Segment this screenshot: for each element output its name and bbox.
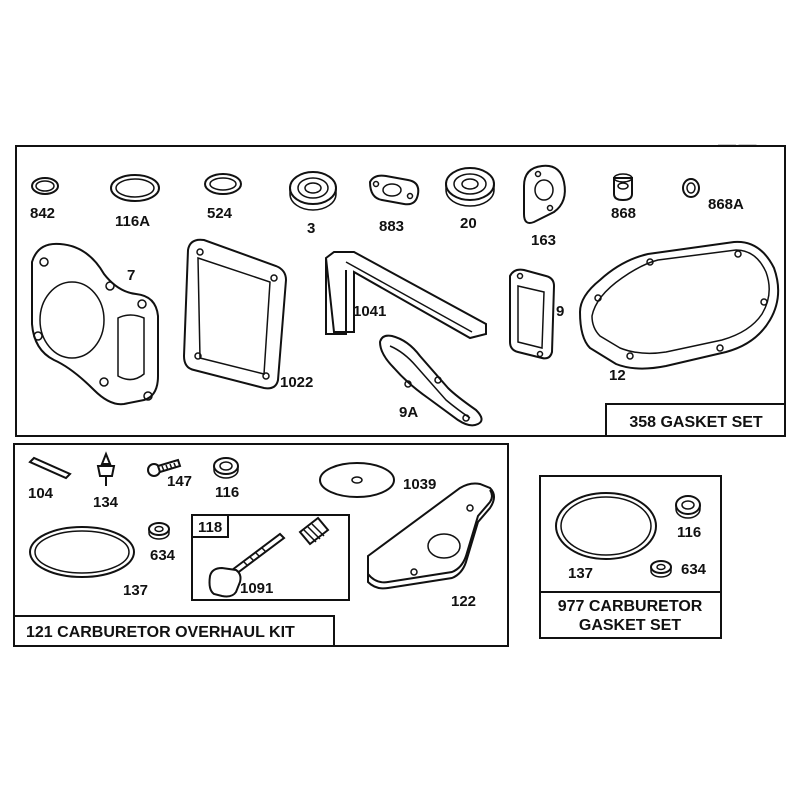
overhaul-kit-title: 121 CARBURETOR OVERHAUL KIT	[26, 624, 295, 641]
part-104-icon	[28, 456, 72, 480]
part-1022-icon	[182, 238, 288, 390]
part-122-icon	[367, 482, 495, 590]
header-fragment: —— ——	[718, 139, 757, 149]
part-label-868: 868	[611, 205, 636, 222]
part-label-7: 7	[127, 267, 135, 284]
carb-gasket-set-title-box	[539, 591, 722, 639]
part-label-1022: 1022	[280, 374, 313, 391]
part-label-147: 147	[167, 473, 192, 490]
carb-part-label-634: 634	[681, 561, 707, 578]
part-7-head-gasket-icon	[31, 242, 159, 406]
gasket-set-frame	[15, 145, 786, 437]
part-1041-icon	[324, 251, 487, 340]
part-134-icon	[96, 451, 116, 486]
carb-part-label-116: 116	[677, 524, 701, 541]
carb-part-label-137: 137	[568, 565, 593, 582]
part-524-icon	[204, 173, 242, 195]
part-9a-icon	[378, 334, 483, 427]
part-1091-icon	[208, 516, 330, 598]
carb-gasket-set-title-line1: 977 CARBURETOR	[558, 598, 703, 615]
subkit-118-label-box	[191, 514, 229, 538]
part-label-1091: 1091	[240, 580, 273, 597]
subkit-118-label: 118	[198, 519, 222, 536]
gasket-set-panel: 358 GASKET SET 842 116A 524 3	[15, 145, 786, 437]
part-label-868a: 868A	[708, 196, 744, 213]
part-116-icon	[213, 457, 239, 479]
part-12-icon	[578, 240, 780, 370]
subkit-118-frame	[191, 514, 350, 601]
part-label-1041: 1041	[353, 303, 386, 320]
part-20-seal-icon	[445, 167, 495, 207]
part-label-20: 20	[460, 215, 477, 232]
part-868-icon	[613, 173, 633, 202]
part-842-icon	[31, 177, 59, 195]
part-label-122: 122	[451, 593, 476, 610]
part-116-washer-icon	[675, 495, 701, 519]
part-label-3: 3	[307, 220, 315, 237]
part-label-163: 163	[531, 232, 556, 249]
part-634-icon	[148, 522, 170, 540]
part-label-104: 104	[28, 485, 54, 502]
part-label-883: 883	[379, 218, 404, 235]
part-116a-icon	[110, 174, 160, 202]
gasket-set-title-box	[605, 403, 786, 437]
part-label-134: 134	[93, 494, 119, 511]
part-label-842: 842	[30, 205, 55, 222]
part-label-524: 524	[207, 205, 233, 222]
part-label-137: 137	[123, 582, 148, 599]
overhaul-kit-title-box	[13, 615, 335, 647]
part-883-icon	[368, 174, 420, 206]
carb-gasket-set-panel: 977 CARBURETOR GASKET SET 116 137 634	[539, 475, 722, 639]
part-137-icon	[29, 526, 135, 578]
carb-gasket-set-title-line2: GASKET SET	[579, 617, 681, 634]
part-634-washer-icon	[650, 560, 672, 578]
part-163-icon	[523, 164, 566, 224]
part-label-1039: 1039	[403, 476, 436, 493]
part-147-icon	[147, 458, 182, 477]
part-1039-icon	[319, 462, 395, 498]
part-3-seal-icon	[289, 171, 337, 211]
gasket-set-title: 358 GASKET SET	[629, 414, 763, 431]
part-label-9a: 9A	[399, 404, 418, 421]
part-label-12: 12	[609, 367, 626, 384]
part-label-9: 9	[556, 303, 564, 320]
overhaul-kit-panel: 121 CARBURETOR OVERHAUL KIT 104 134 147 …	[13, 443, 509, 647]
part-label-634: 634	[150, 547, 176, 564]
part-label-116: 116	[215, 484, 239, 501]
part-137-ring-icon	[555, 492, 657, 560]
part-label-116a: 116A	[115, 213, 150, 230]
part-9-icon	[509, 268, 556, 360]
part-868a-icon	[682, 178, 700, 198]
